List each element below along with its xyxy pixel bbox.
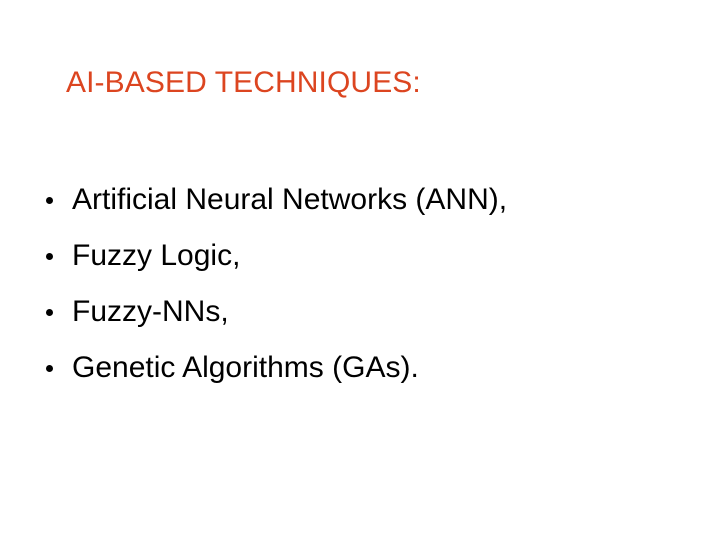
bullet-dot-icon [46,309,53,316]
list-item-label: Genetic Algorithms (GAs). [72,351,419,384]
bullet-dot-icon [46,197,53,204]
page-title: AI-BASED TECHNIQUES: [66,66,421,99]
bullet-list: Artificial Neural Networks (ANN), Fuzzy … [40,180,700,404]
bullet-dot-icon [46,253,53,260]
list-item-label: Fuzzy-NNs, [72,295,229,328]
list-item: Genetic Algorithms (GAs). [40,348,700,404]
list-item-label: Artificial Neural Networks (ANN), [72,183,508,216]
list-item-label: Fuzzy Logic, [72,239,241,272]
bullet-dot-icon [46,365,53,372]
list-item: Fuzzy Logic, [40,236,700,292]
list-item: Artificial Neural Networks (ANN), [40,180,700,236]
list-item: Fuzzy-NNs, [40,292,700,348]
